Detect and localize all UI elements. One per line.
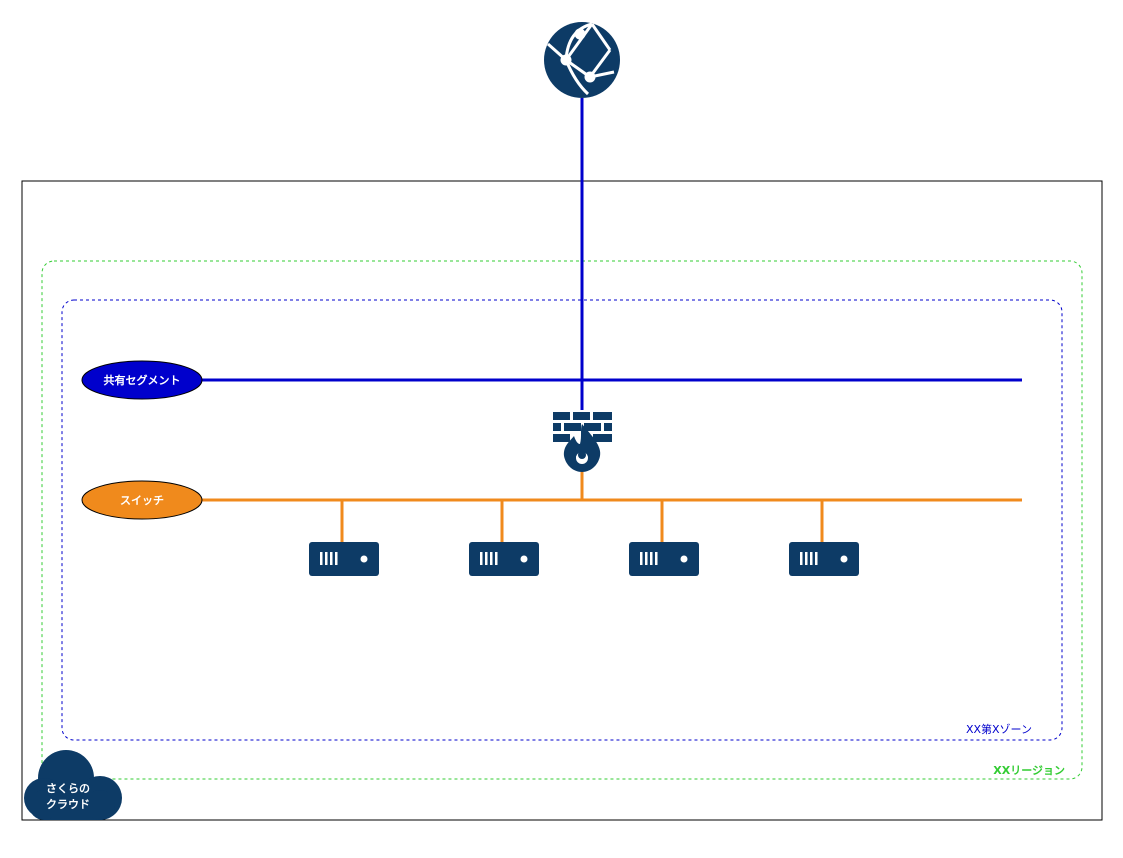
cloud-frame bbox=[21, 180, 1103, 821]
cloud-label-line1: さくらの bbox=[46, 782, 90, 795]
shared-segment-node: 共有セグメント bbox=[81, 360, 203, 400]
cloud-label-line2: クラウド bbox=[46, 798, 90, 811]
switch-label: スイッチ bbox=[120, 494, 164, 507]
server-icon bbox=[629, 542, 699, 576]
region-boundary bbox=[41, 260, 1083, 780]
switch-node: スイッチ bbox=[81, 480, 203, 520]
globe-network-icon bbox=[544, 22, 620, 98]
region-label: XXリージョン bbox=[993, 764, 1065, 777]
firewall-icon bbox=[553, 412, 612, 472]
shared-segment-label: 共有セグメント bbox=[104, 373, 181, 387]
server-icon bbox=[789, 542, 859, 576]
server-icon bbox=[469, 542, 539, 576]
sakura-cloud-icon: さくらの クラウド bbox=[24, 750, 122, 820]
zone-boundary bbox=[61, 299, 1063, 741]
zone-label: XX第Xゾーン bbox=[966, 722, 1032, 736]
server-icon bbox=[309, 542, 379, 576]
